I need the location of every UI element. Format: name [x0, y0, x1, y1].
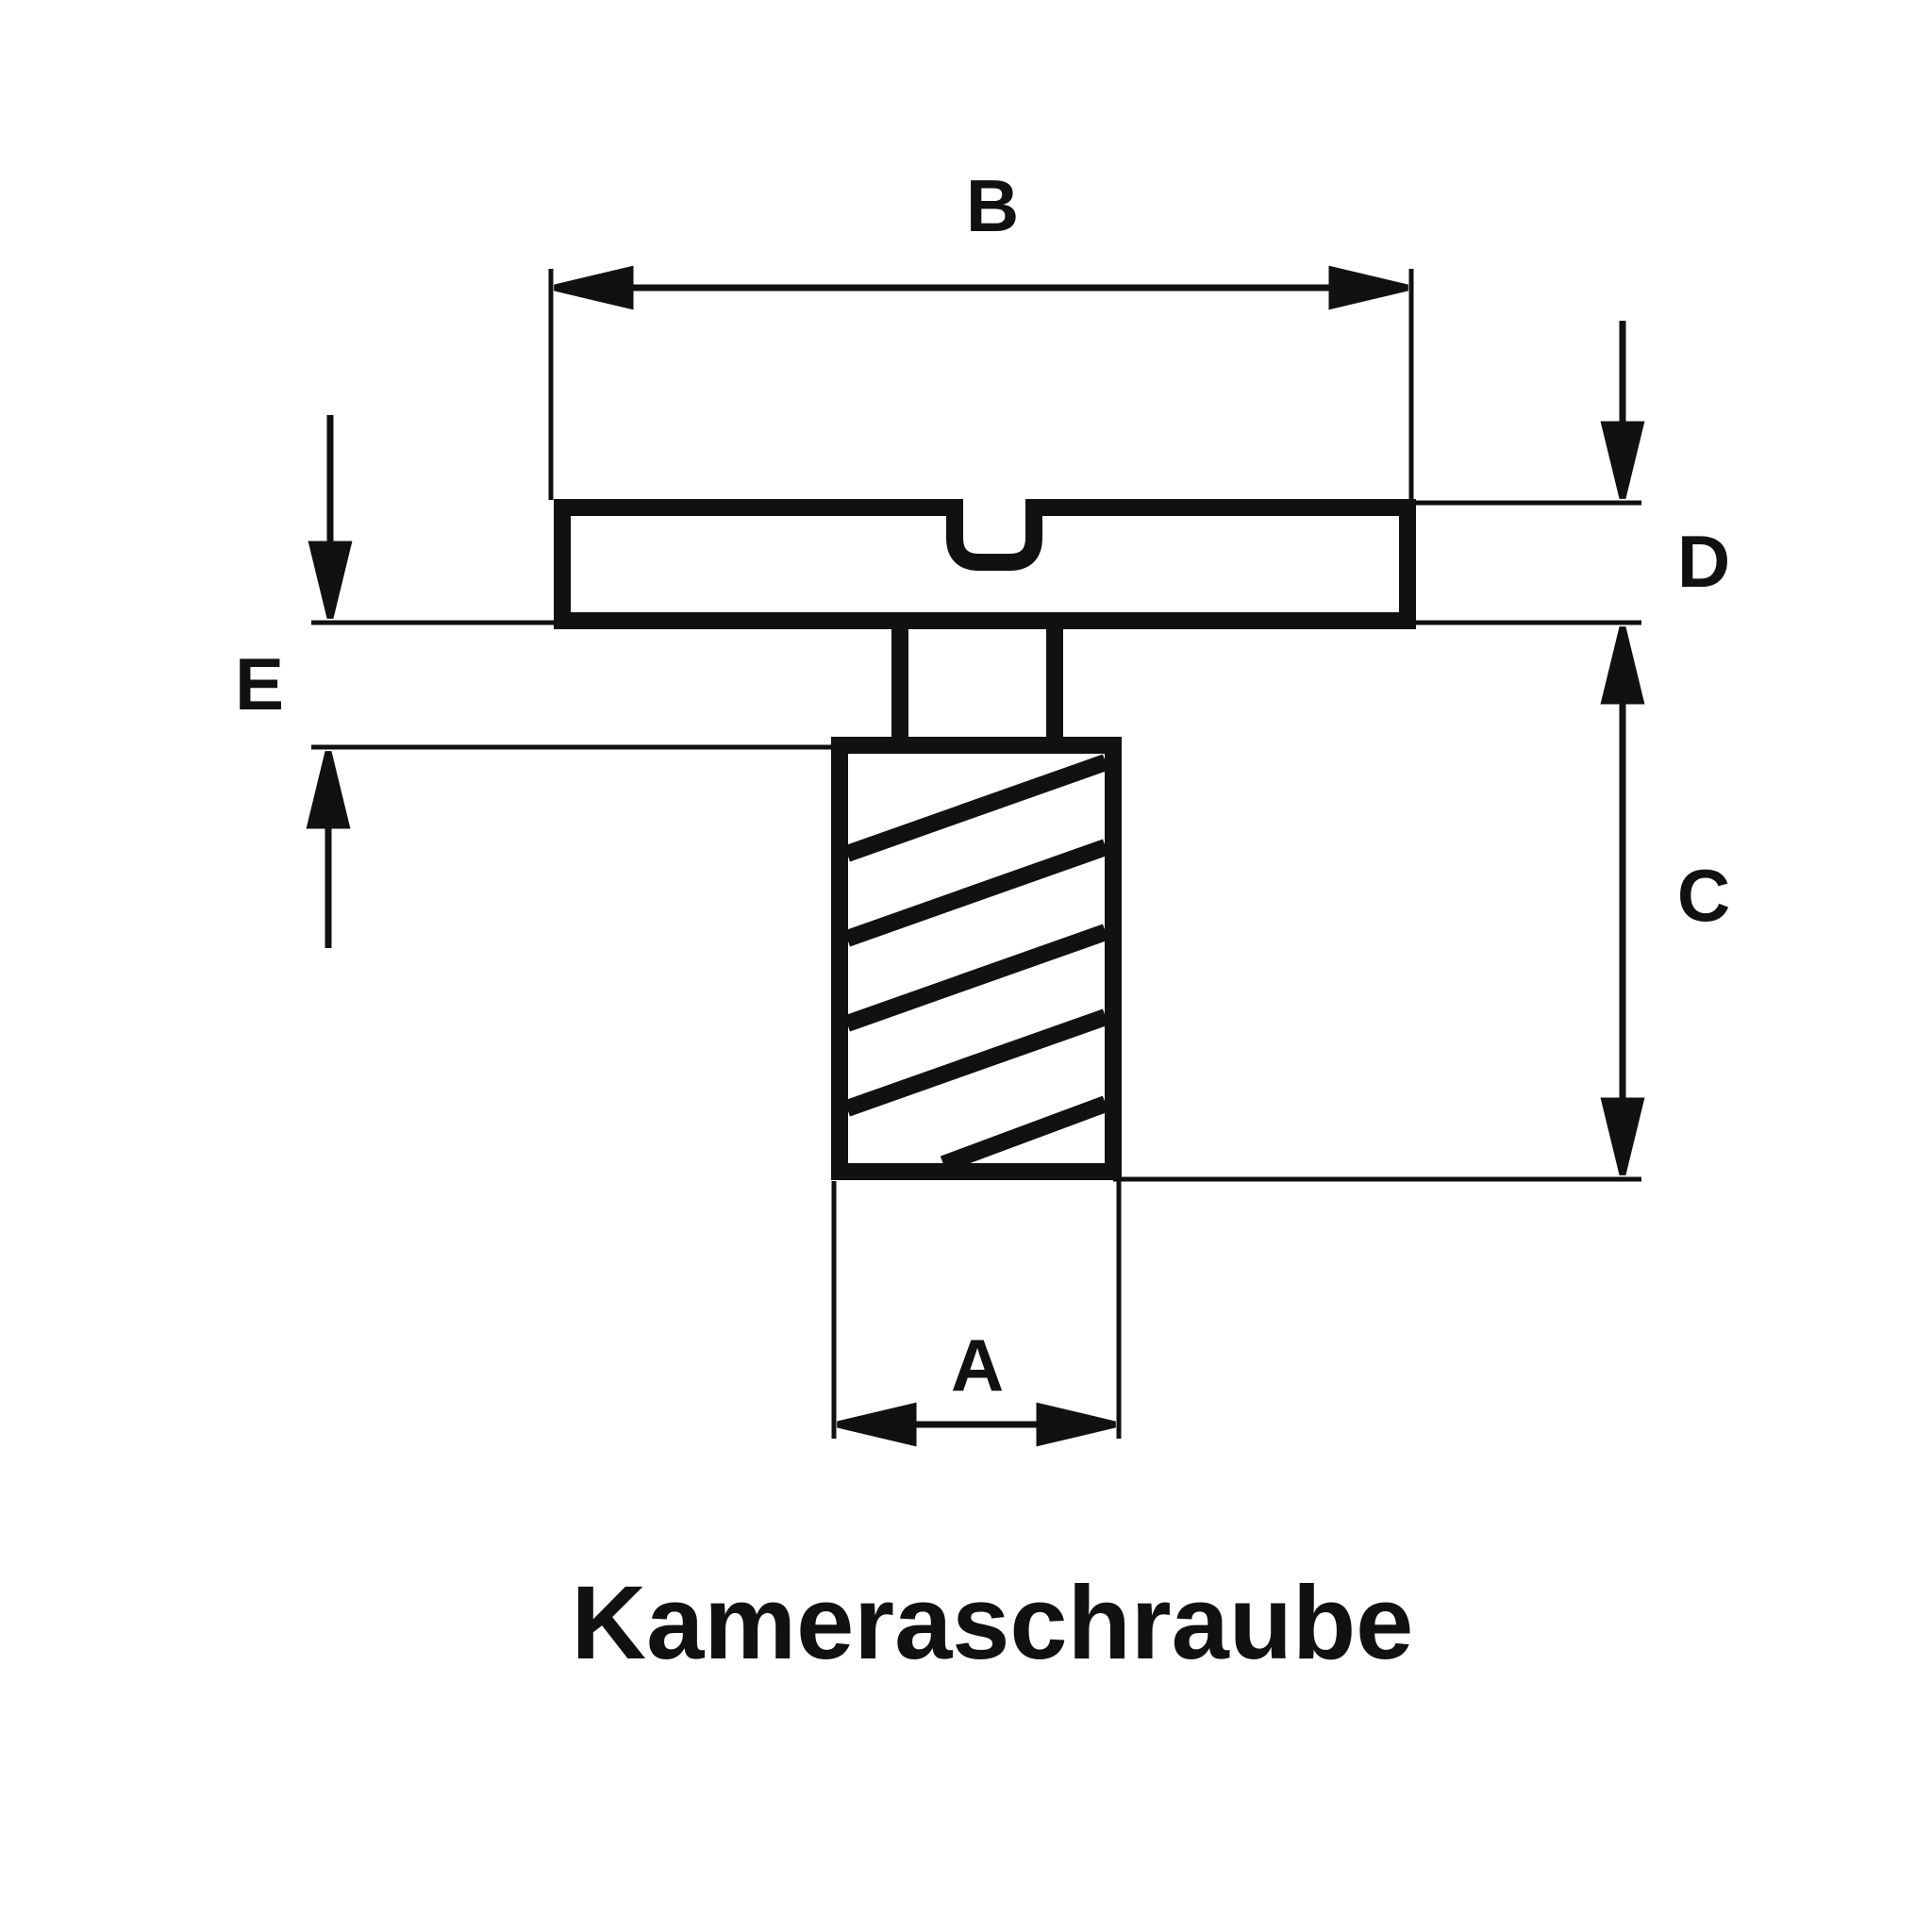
thread-line: [940, 1095, 1109, 1173]
dimension-e-arrow-down: [308, 541, 353, 619]
dimension-b-arrow-right: [1328, 265, 1408, 310]
dimension-lines: [306, 265, 1645, 1447]
thread-line: [843, 924, 1109, 1032]
dimension-a-label: A: [951, 1324, 1004, 1407]
extension-lines: [311, 269, 1641, 1439]
dimension-c-label: C: [1677, 854, 1730, 937]
dimension-a-arrow-left: [837, 1402, 917, 1447]
thread-line: [843, 754, 1109, 862]
dimension-b-arrow-left: [554, 265, 634, 310]
dimension-e-label: E: [235, 642, 284, 725]
thread-line: [843, 839, 1109, 947]
shaft-outline: [831, 737, 1122, 1180]
screw-head-outline: [554, 499, 1416, 629]
dimension-a-arrow-right: [1036, 1402, 1116, 1447]
threaded-shaft: [831, 737, 1122, 1180]
dimension-d-label: D: [1677, 520, 1730, 603]
dimension-b-label: B: [966, 164, 1019, 247]
thread-line: [843, 1008, 1109, 1117]
screw-neck: [891, 621, 1063, 745]
dimension-e-arrow-up: [306, 751, 351, 829]
dimension-d-arrow-down: [1600, 421, 1645, 499]
diagram-title: Kameraschraube: [572, 1565, 1414, 1681]
screw-head: [554, 499, 1416, 629]
dimension-c-arrow-down: [1600, 1097, 1645, 1175]
dimension-c-arrow-up: [1600, 626, 1645, 705]
